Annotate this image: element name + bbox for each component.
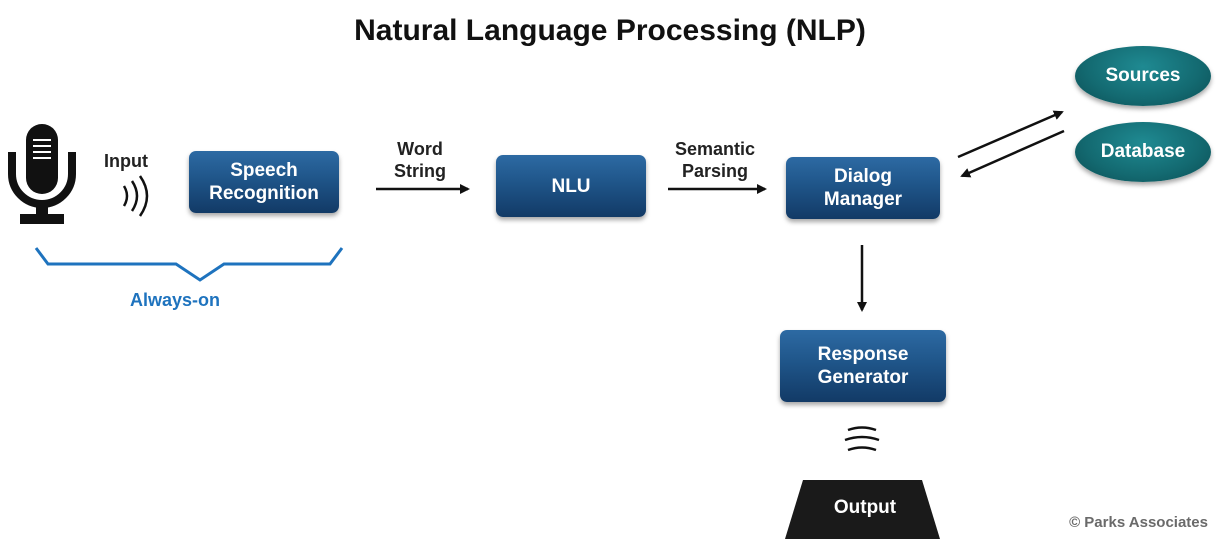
- always-on-bracket: [34, 247, 344, 282]
- input-label: Input: [104, 151, 148, 171]
- output-shape: [785, 480, 940, 539]
- semantic-parsing-label: Semantic Parsing: [674, 139, 756, 181]
- output-label: Output: [833, 497, 897, 518]
- word-string-label: Word String: [394, 139, 446, 181]
- arrow-dialog-to-sources: [957, 110, 1064, 159]
- sound-waves-icon: [122, 175, 149, 217]
- sources-oval: Sources: [1075, 46, 1211, 106]
- always-on-label: Always-on: [130, 290, 221, 310]
- speech-recognition-box: Speech Recognition: [189, 151, 339, 213]
- copyright-text: © Parks Associates: [1069, 514, 1208, 531]
- response-generator-box: Response Generator: [780, 330, 946, 402]
- arrow-sources-to-dialog: [960, 129, 1065, 178]
- nlu-box: NLU: [496, 155, 646, 217]
- microphone-icon: [7, 124, 76, 224]
- speaker-waves-icon: [844, 426, 880, 452]
- database-oval: Database: [1075, 122, 1211, 182]
- page-title: Natural Language Processing (NLP): [354, 14, 866, 47]
- dialog-manager-box: Dialog Manager: [786, 157, 940, 219]
